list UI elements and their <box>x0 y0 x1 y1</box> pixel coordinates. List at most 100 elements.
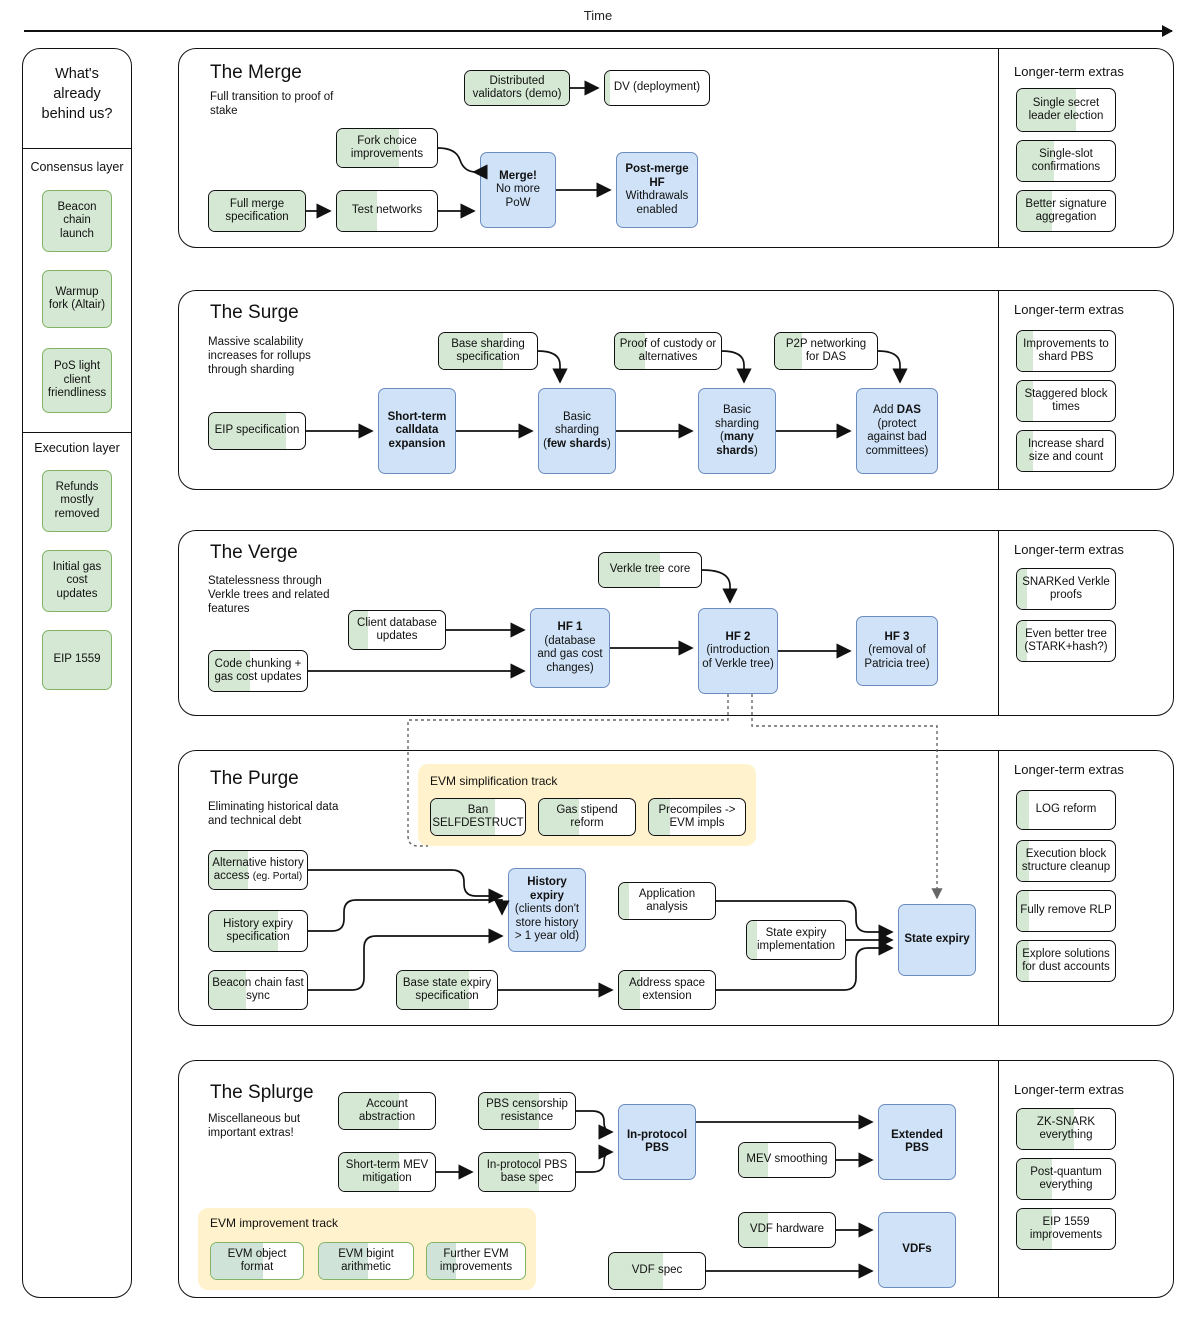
node-label: Distributed validators (demo) <box>472 74 562 101</box>
node-history-expiry[interactable]: History expiry(clients don't store histo… <box>508 868 586 952</box>
node-client-database-updates[interactable]: Client database updates <box>348 610 446 650</box>
node-add-das[interactable]: Add DAS(protect against bad committees) <box>856 388 938 474</box>
sidebar-item-initial-gas-cost[interactable]: Initial gas cost updates <box>42 550 112 612</box>
node-in-protocol-pbs-base-spec[interactable]: In-protocol PBS base spec <box>478 1152 576 1192</box>
sidebar-item-beacon-chain-launch[interactable]: Beacon chain launch <box>42 190 112 252</box>
extra-snarked-verkle-proofs[interactable]: SNARKed Verkle proofs <box>1016 568 1116 610</box>
extra-execution-block-structure-cleanup[interactable]: Execution block structure cleanup <box>1016 840 1116 882</box>
extras-divider-the-surge <box>998 290 999 490</box>
node-dv-deployment[interactable]: DV (deployment) <box>604 70 710 106</box>
section-title-the-merge: The Merge <box>210 62 302 83</box>
node-code-chunking-gas-cost-updates[interactable]: Code chunking + gas cost updates <box>208 650 308 692</box>
node-hf-3[interactable]: HF 3(removal of Patricia tree) <box>856 616 938 686</box>
node-state-expiry-implementation[interactable]: State expiry implementation <box>746 920 846 960</box>
node-full-merge-specification[interactable]: Full merge specification <box>208 190 306 232</box>
sidebar-item-label: Beacon chain launch <box>57 200 97 240</box>
node-eip-specification[interactable]: EIP specification <box>208 412 306 450</box>
node-history-expiry-specification[interactable]: History expiry specification <box>208 910 308 952</box>
node-verkle-tree-core[interactable]: Verkle tree core <box>598 552 702 588</box>
node-extended-pbs[interactable]: Extended PBS <box>878 1104 956 1180</box>
node-address-space-extension[interactable]: Address space extension <box>618 970 716 1010</box>
node-account-abstraction[interactable]: Account abstraction <box>338 1092 436 1130</box>
node-vdfs[interactable]: VDFs <box>878 1212 956 1288</box>
extra-explore-solutions-for-dust-accounts[interactable]: Explore solutions for dust accounts <box>1016 940 1116 982</box>
sidebar-item-label: Initial gas cost updates <box>52 560 102 600</box>
extra-label: SNARKed Verkle proofs <box>1022 575 1110 602</box>
node-label: Full merge specification <box>225 197 289 224</box>
node-evm-bigint-arithmetic[interactable]: EVM bigint arithmetic <box>318 1242 414 1280</box>
node-proof-of-custody[interactable]: Proof of custody or alternatives <box>614 332 722 370</box>
evm-simplification-track-title: EVM simplification track <box>430 774 558 788</box>
sidebar-item-label: Warmup fork (Altair) <box>48 285 106 312</box>
sidebar-item-refunds-removed[interactable]: Refunds mostly removed <box>42 470 112 532</box>
sidebar-item-label: PoS light client friendliness <box>47 360 107 400</box>
node-label: EVM object format <box>227 1247 287 1274</box>
extra-post-quantum-everything[interactable]: Post-quantum everything <box>1016 1158 1116 1200</box>
node-pbs-censorship-resistance[interactable]: PBS censorship resistance <box>478 1092 576 1130</box>
extra-improvements-to-shard-pbs[interactable]: Improvements to shard PBS <box>1016 330 1116 372</box>
extra-log-reform[interactable]: LOG reform <box>1016 790 1116 830</box>
extra-zk-snark-everything[interactable]: ZK-SNARK everything <box>1016 1108 1116 1150</box>
node-vdf-hardware[interactable]: VDF hardware <box>738 1212 836 1248</box>
extra-single-slot-confirmations[interactable]: Single-slot confirmations <box>1016 140 1116 182</box>
extra-label: Execution block structure cleanup <box>1021 847 1111 874</box>
node-state-expiry[interactable]: State expiry <box>898 904 976 976</box>
node-application-analysis[interactable]: Application analysis <box>618 882 716 920</box>
node-label: PBS censorship resistance <box>486 1097 568 1124</box>
node-hf-2[interactable]: HF 2(introduction of Verkle tree) <box>698 608 778 694</box>
node-ban-selfdestruct[interactable]: Ban SELFDESTRUCT <box>430 798 526 836</box>
node-evm-object-format[interactable]: EVM object format <box>210 1242 304 1280</box>
node-label: Short-term MEV mitigation <box>345 1158 429 1185</box>
node-precompiles-to-evm-impls[interactable]: Precompiles -> EVM impls <box>648 798 746 836</box>
section-panel-the-surge <box>178 290 1174 490</box>
node-p2p-networking-for-das[interactable]: P2P networking for DAS <box>774 332 878 370</box>
sidebar-item-eip-1559[interactable]: EIP 1559 <box>42 630 112 690</box>
node-beacon-chain-fast-sync[interactable]: Beacon chain fast sync <box>208 970 308 1010</box>
node-base-state-expiry-specification[interactable]: Base state expiry specification <box>396 970 498 1010</box>
extra-even-better-tree[interactable]: Even better tree (STARK+hash?) <box>1016 620 1116 662</box>
node-label: Proof of custody or alternatives <box>619 337 717 364</box>
time-axis-arrow <box>24 25 1173 37</box>
node-label: History expiry specification <box>223 917 293 944</box>
sidebar-group-label-consensus: Consensus layer <box>30 160 124 174</box>
node-distributed-validators[interactable]: Distributed validators (demo) <box>464 70 570 106</box>
extra-label: LOG reform <box>1035 803 1097 816</box>
node-label: Fork choice improvements <box>350 134 424 161</box>
sidebar-item-label: Refunds mostly removed <box>54 480 100 520</box>
node-vdf-spec[interactable]: VDF spec <box>608 1252 706 1290</box>
node-in-protocol-pbs[interactable]: In-protocol PBS <box>618 1104 696 1180</box>
extra-label: Explore solutions for dust accounts <box>1022 947 1110 974</box>
node-alternative-history-access[interactable]: Alternative history access (eg. Portal) <box>208 850 308 890</box>
node-short-term-calldata-expansion[interactable]: Short-term calldata expansion <box>378 388 456 474</box>
node-mev-smoothing[interactable]: MEV smoothing <box>738 1142 836 1178</box>
node-label: Verkle tree core <box>609 563 691 576</box>
extra-eip-1559-improvements[interactable]: EIP 1559 improvements <box>1016 1208 1116 1250</box>
node-basic-sharding-few-shards[interactable]: Basic sharding (few shards) <box>538 388 616 474</box>
extra-better-signature-aggregation[interactable]: Better signature aggregation <box>1016 190 1116 232</box>
node-short-term-mev-mitigation[interactable]: Short-term MEV mitigation <box>338 1152 436 1192</box>
extra-label: Staggered block times <box>1024 387 1108 414</box>
extra-staggered-block-times[interactable]: Staggered block times <box>1016 380 1116 422</box>
extra-fully-remove-rlp[interactable]: Fully remove RLP <box>1016 890 1116 932</box>
node-gas-stipend-reform[interactable]: Gas stipend reform <box>538 798 636 836</box>
node-test-networks[interactable]: Test networks <box>336 190 438 232</box>
section-subtitle-the-surge: Massive scalability increases for rollup… <box>208 336 311 376</box>
time-axis-label: Time <box>583 8 613 23</box>
node-label: Extended PBS <box>891 1128 943 1155</box>
extras-divider-the-purge <box>998 750 999 1026</box>
section-title-the-splurge: The Splurge <box>210 1082 314 1103</box>
sidebar-item-pos-light-client[interactable]: PoS light client friendliness <box>42 348 112 413</box>
node-fork-choice-improvements[interactable]: Fork choice improvements <box>336 128 438 168</box>
extra-increase-shard-size-and-count[interactable]: Increase shard size and count <box>1016 430 1116 472</box>
node-label: History expiry(clients don't store histo… <box>514 876 580 943</box>
extra-single-secret-leader-election[interactable]: Single secret leader election <box>1016 88 1116 132</box>
node-further-evm-improvements[interactable]: Further EVM improvements <box>426 1242 526 1280</box>
node-basic-sharding-many-shards[interactable]: Basic sharding (many shards) <box>698 388 776 474</box>
sidebar-item-warmup-fork[interactable]: Warmup fork (Altair) <box>42 270 112 328</box>
node-base-sharding-specification[interactable]: Base sharding specification <box>438 332 538 370</box>
extra-label: ZK-SNARK everything <box>1036 1115 1096 1142</box>
node-hf-1[interactable]: HF 1(database and gas cost changes) <box>530 608 610 688</box>
